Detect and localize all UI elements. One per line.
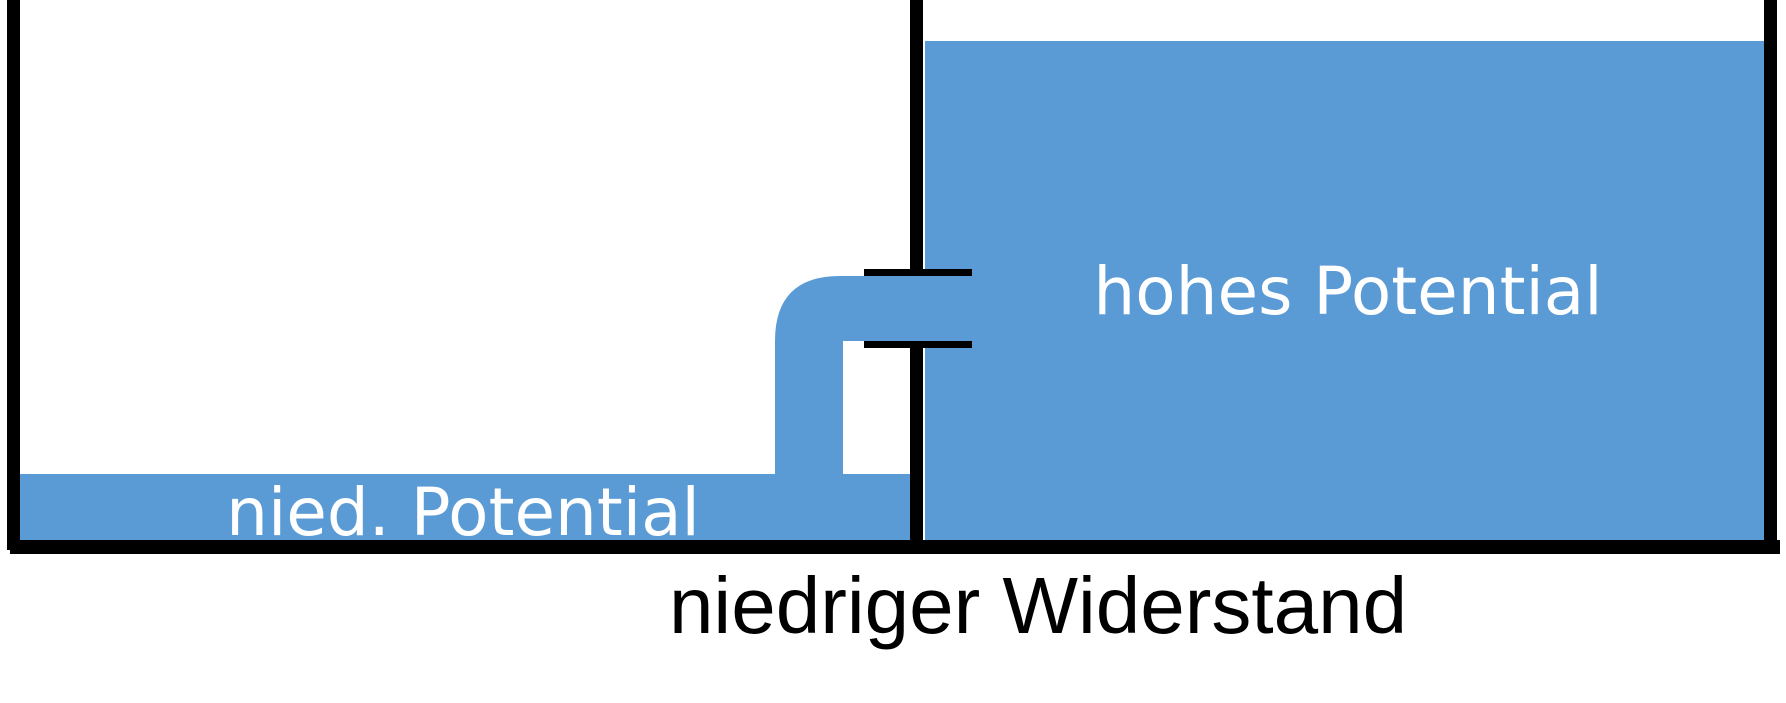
high-potential-water: [925, 41, 1769, 542]
right-tank-wall: [1764, 0, 1777, 550]
tank-floor: [10, 540, 1780, 554]
pipe-flange-top: [864, 269, 972, 276]
high-potential-label: hohes Potential: [1093, 253, 1602, 330]
pipe-flange-bottom: [864, 341, 972, 348]
divider-wall-lower: [910, 347, 923, 550]
connecting-pipe: [775, 276, 970, 474]
divider-wall-upper: [910, 0, 923, 270]
resistance-caption: niedriger Widerstand: [669, 561, 1407, 650]
low-potential-label: nied. Potential: [226, 474, 700, 551]
left-tank-wall: [7, 0, 20, 550]
low-potential-water: [16, 474, 913, 542]
